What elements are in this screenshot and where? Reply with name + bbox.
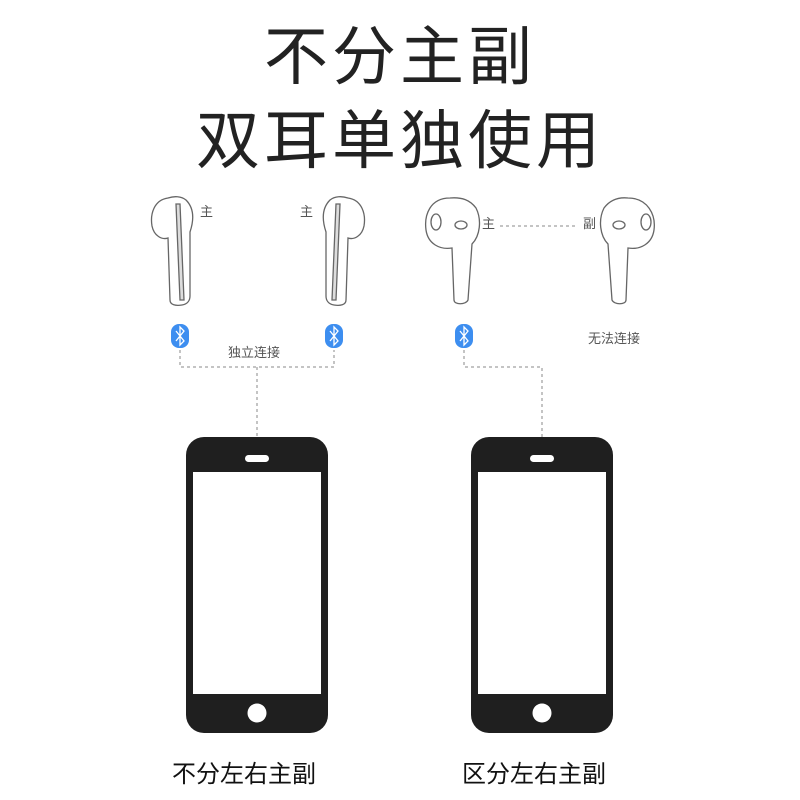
bluetooth-icon <box>171 324 189 348</box>
title-line-1: 不分主副 <box>264 21 536 95</box>
right-earbud-right <box>599 197 655 305</box>
phone-right <box>471 437 613 733</box>
right-connection-line <box>463 350 543 438</box>
right-earbud-main-label: 主 <box>300 205 314 220</box>
right-earbud-left <box>424 197 481 305</box>
secondary-label: 副 <box>583 217 597 232</box>
cannot-connect-label: 无法连接 <box>588 332 641 347</box>
main-label: 主 <box>482 217 496 232</box>
bluetooth-icon <box>325 324 343 348</box>
right-caption: 区分左右主副 <box>462 760 606 788</box>
independent-connection-label: 独立连接 <box>228 346 281 361</box>
left-earbud-main-label: 主 <box>200 205 214 220</box>
title-line-2: 双耳单独使用 <box>196 105 604 179</box>
left-earbud-right <box>322 196 366 306</box>
left-earbud-left <box>150 196 194 306</box>
phone-left <box>186 437 328 733</box>
left-connection-lines <box>179 350 335 438</box>
left-caption: 不分左右主副 <box>172 760 316 788</box>
bluetooth-icon <box>455 324 473 348</box>
